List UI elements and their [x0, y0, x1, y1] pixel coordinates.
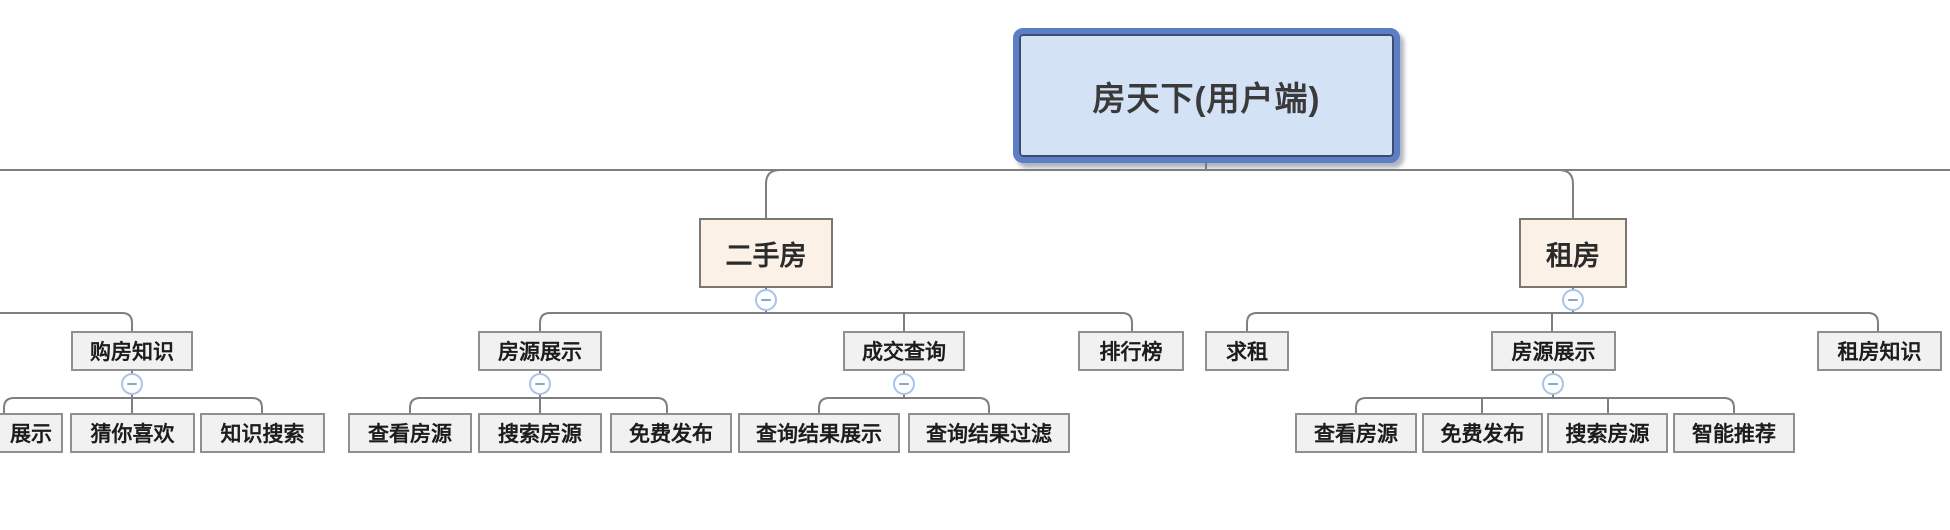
minus-glyph — [535, 383, 545, 385]
node-rent-listing-display[interactable]: 房源展示 — [1491, 331, 1616, 371]
node-rent-search-listings[interactable]: 搜索房源 — [1547, 413, 1668, 453]
level2-trunk-line — [0, 161, 1950, 171]
collapse-minus-icon[interactable] — [1562, 289, 1584, 311]
level4-connectors — [3, 370, 1735, 413]
minus-glyph — [1568, 299, 1578, 301]
node-rent-free-publish[interactable]: 免费发布 — [1422, 413, 1543, 453]
node-root[interactable]: 房天下(用户端) — [1013, 28, 1400, 163]
node-rent-house[interactable]: 租房 — [1519, 218, 1627, 288]
node-secondhand-house[interactable]: 二手房 — [699, 218, 833, 288]
node-guess-you-like[interactable]: 猜你喜欢 — [70, 413, 195, 453]
collapse-minus-icon[interactable] — [1542, 373, 1564, 395]
collapse-minus-icon[interactable] — [529, 373, 551, 395]
minus-glyph — [761, 299, 771, 301]
node-secondhand-listing-display[interactable]: 房源展示 — [478, 331, 602, 371]
level3-connectors — [0, 312, 1879, 331]
node-rent-view-listings[interactable]: 查看房源 — [1295, 413, 1417, 453]
minus-glyph — [127, 383, 137, 385]
node-knowledge-search[interactable]: 知识搜索 — [200, 413, 325, 453]
node-query-result-display[interactable]: 查询结果展示 — [738, 413, 900, 453]
collapse-minus-icon[interactable] — [121, 373, 143, 395]
node-query-result-filter[interactable]: 查询结果过滤 — [908, 413, 1070, 453]
node-buy-knowledge[interactable]: 购房知识 — [71, 331, 193, 371]
minus-glyph — [1548, 383, 1558, 385]
node-deal-query[interactable]: 成交查询 — [843, 331, 965, 371]
collapse-minus-icon[interactable] — [893, 373, 915, 395]
node-search-listings[interactable]: 搜索房源 — [478, 413, 602, 453]
node-smart-recommend[interactable]: 智能推荐 — [1673, 413, 1795, 453]
node-rent-knowledge[interactable]: 租房知识 — [1817, 331, 1942, 371]
node-display-clipped[interactable]: 展示 — [0, 413, 63, 453]
minus-glyph — [899, 383, 909, 385]
node-view-listings[interactable]: 查看房源 — [348, 413, 472, 453]
node-free-publish[interactable]: 免费发布 — [610, 413, 732, 453]
node-seek-rent[interactable]: 求租 — [1205, 331, 1289, 371]
branch-connectors — [765, 169, 1574, 313]
node-ranking[interactable]: 排行榜 — [1078, 331, 1184, 371]
collapse-minus-icon[interactable] — [755, 289, 777, 311]
